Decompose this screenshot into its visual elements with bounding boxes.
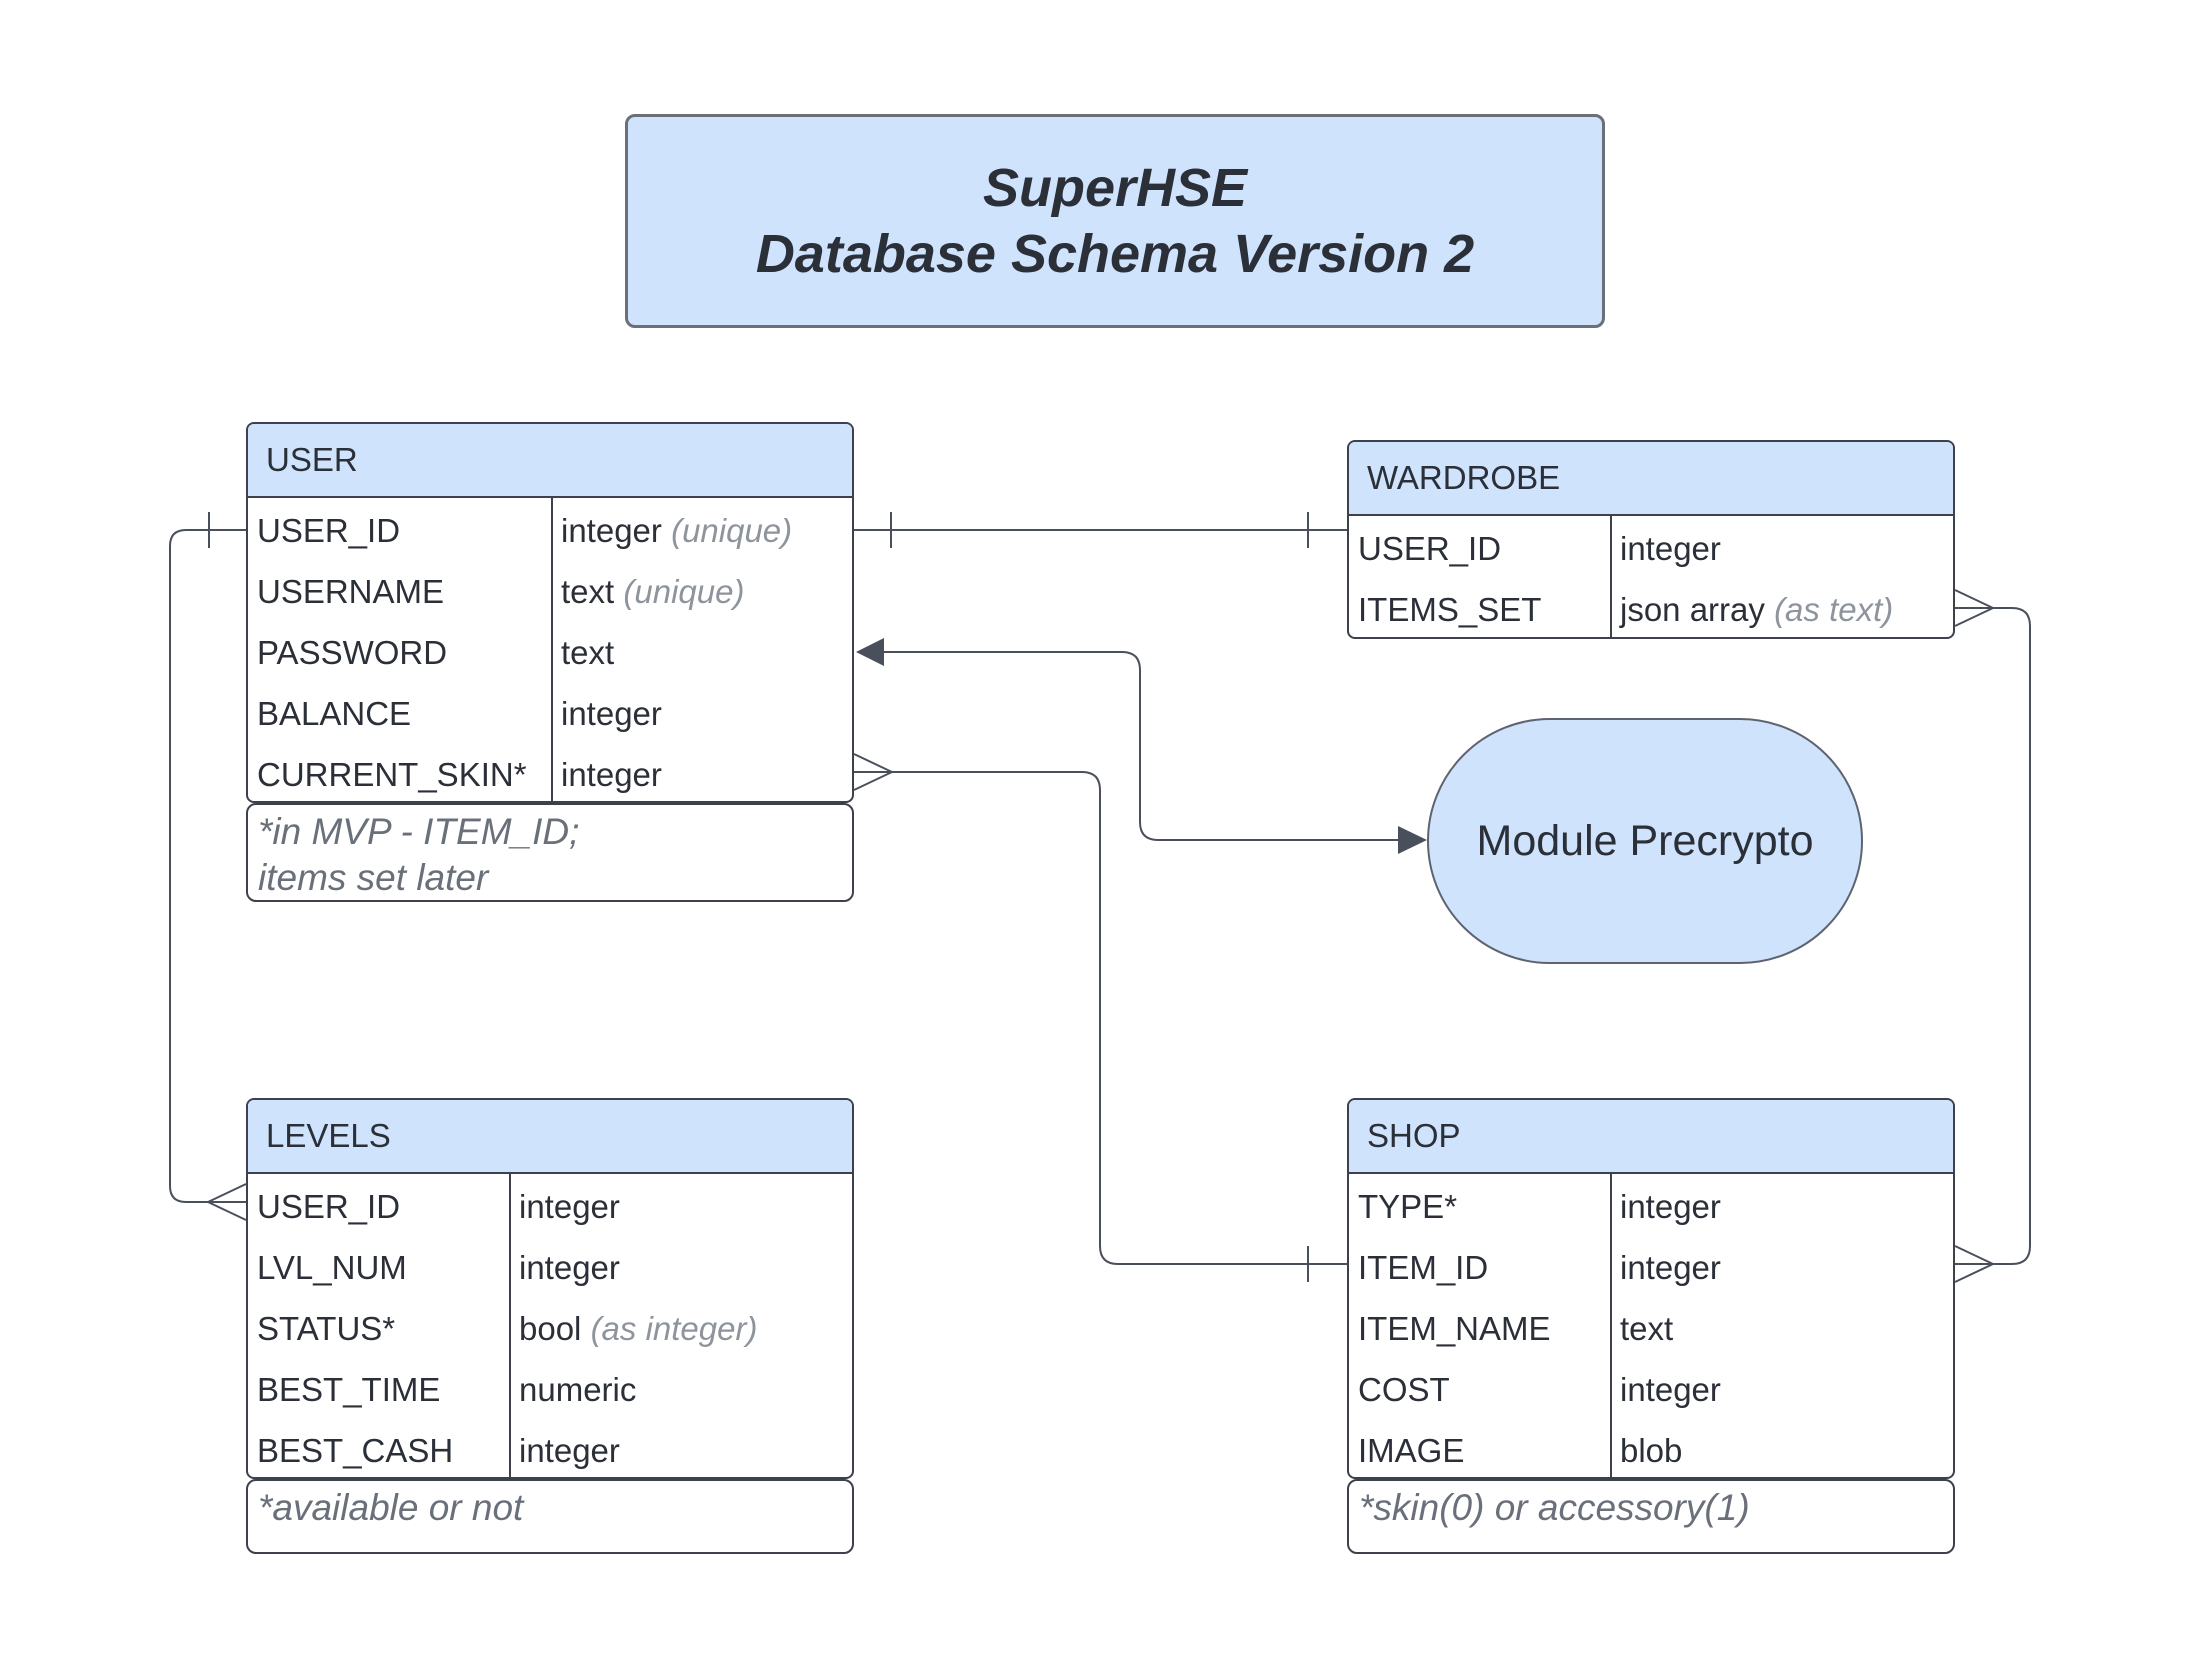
field-name: CURRENT_SKIN* [257,755,527,793]
field-note: (as text) [1774,590,1894,628]
field-type: integer [1620,529,1721,567]
column-divider [1610,516,1612,637]
field-name: USERNAME [257,572,445,610]
entity-levels-body: USER_ID integer LVL_NUM integer STATUS* … [248,1174,852,1477]
table-row: BEST_TIME numeric [248,1359,852,1420]
field-type: integer (unique) [561,511,793,549]
crowfoot-many-icon [1954,1245,1994,1283]
field-type: text (unique) [561,572,745,610]
connector-user-levels [169,529,246,1203]
field-type: integer [519,1248,620,1286]
field-name: BALANCE [257,694,412,732]
field-name: USER_ID [257,511,401,549]
field-name: PASSWORD [257,633,448,671]
field-name: USER_ID [257,1187,401,1225]
field-name: USER_ID [1358,529,1502,567]
field-name: COST [1358,1370,1450,1408]
field-name: BEST_TIME [257,1370,441,1408]
entity-wardrobe-header: WARDROBE [1349,442,1953,516]
field-type: numeric [519,1370,637,1408]
column-divider [551,498,553,801]
entity-shop-footnote: *skin(0) or accessory(1) [1347,1479,1955,1554]
field-note: (unique) [671,511,793,549]
table-row: CURRENT_SKIN* integer [248,744,852,801]
crowfoot-many-icon [853,753,893,791]
table-row: STATUS* bool (as integer) [248,1298,852,1359]
connector-user-module [880,651,1400,841]
table-row: COST integer [1349,1359,1953,1420]
diagram-title-line-2: Database Schema Version 2 [755,224,1475,284]
field-type: integer [561,694,662,732]
table-row: USER_ID integer [1349,518,1953,579]
entity-user-header: USER [248,424,852,498]
diagram-title-line-1: SuperHSE [982,158,1248,218]
field-name: STATUS* [257,1309,396,1347]
table-row: BEST_CASH integer [248,1420,852,1477]
table-row: USER_ID integer (unique) [248,500,852,561]
field-name: ITEMS_SET [1358,590,1542,628]
column-divider [509,1174,511,1477]
field-type: integer [1620,1248,1721,1286]
entity-wardrobe[interactable]: WARDROBE USER_ID integer ITEMS_SET json … [1347,440,1955,639]
entity-levels-header: LEVELS [248,1100,852,1174]
connector-wardrobe-shop [1955,607,2031,1265]
crowfoot-many-icon [207,1183,247,1221]
field-name: LVL_NUM [257,1248,407,1286]
field-type: text [1620,1309,1674,1347]
crowfoot-many-icon [1954,589,1994,627]
field-name: ITEM_ID [1358,1248,1489,1286]
entity-shop[interactable]: SHOP TYPE* integer ITEM_ID integer ITEM_… [1347,1098,1955,1479]
field-type: integer [1620,1187,1721,1225]
field-type: bool (as integer) [519,1309,758,1347]
table-row: BALANCE integer [248,683,852,744]
table-row: ITEMS_SET json array (as text) [1349,579,1953,637]
column-divider [1610,1174,1612,1477]
entity-shop-body: TYPE* integer ITEM_ID integer ITEM_NAME … [1349,1174,1953,1477]
field-type: integer [519,1187,620,1225]
arrowhead-icon [1398,826,1427,854]
entity-levels-footnote: *available or not [246,1479,854,1554]
table-row: LVL_NUM integer [248,1237,852,1298]
field-name: ITEM_NAME [1358,1309,1551,1347]
field-type: integer [1620,1370,1721,1408]
entity-shop-header: SHOP [1349,1100,1953,1174]
module-precrypto-label: Module Precrypto [1476,816,1814,865]
table-row: ITEM_NAME text [1349,1298,1953,1359]
table-row: PASSWORD text [248,622,852,683]
field-name: TYPE* [1358,1187,1458,1225]
entity-user-body: USER_ID integer (unique) USERNAME text (… [248,498,852,801]
entity-user[interactable]: USER USER_ID integer (unique) USERNAME t… [246,422,854,803]
field-name: IMAGE [1358,1431,1465,1469]
entity-wardrobe-body: USER_ID integer ITEMS_SET json array (as… [1349,516,1953,637]
table-row: IMAGE blob [1349,1420,1953,1477]
field-type: blob [1620,1431,1683,1469]
table-row: TYPE* integer [1349,1176,1953,1237]
field-type: json array (as text) [1620,590,1894,628]
table-row: ITEM_ID integer [1349,1237,1953,1298]
field-type: integer [561,755,662,793]
module-precrypto[interactable]: Module Precrypto [1427,718,1863,964]
arrowhead-icon [856,638,884,666]
entity-user-footnote: *in MVP - ITEM_ID; items set later [246,803,854,902]
field-note: (unique) [623,572,745,610]
diagram-title-box: SuperHSE Database Schema Version 2 [625,114,1605,328]
field-name: BEST_CASH [257,1431,454,1469]
field-type: integer [519,1431,620,1469]
table-row: USER_ID integer [248,1176,852,1237]
field-note: (as integer) [590,1309,758,1347]
field-type: text [561,633,615,671]
table-row: USERNAME text (unique) [248,561,852,622]
connector-user-shop [854,771,1347,1265]
entity-levels[interactable]: LEVELS USER_ID integer LVL_NUM integer S… [246,1098,854,1479]
